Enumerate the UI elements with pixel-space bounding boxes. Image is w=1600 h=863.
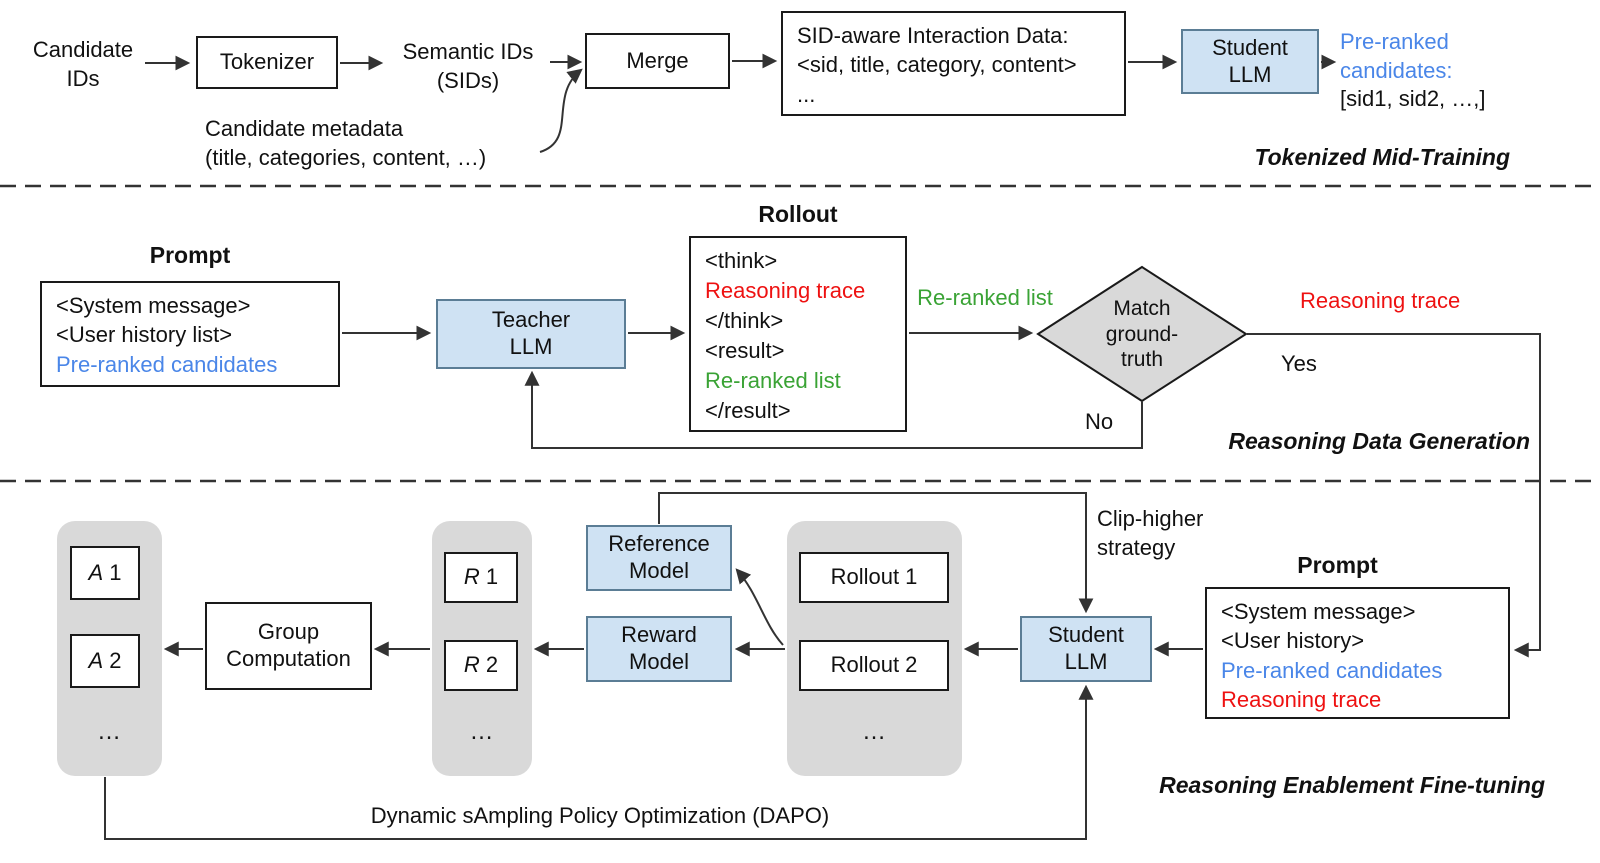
advantage-2-symbol: A [88, 647, 104, 673]
student-llm-box-bottom: Student LLM [1020, 616, 1152, 682]
reward-2-symbol: R [463, 652, 480, 678]
rollout-line-think-open: <think> [705, 248, 778, 273]
prompt-bottom-line2: <User history> [1221, 628, 1365, 654]
arrow-rollouts-to-reference [735, 568, 784, 646]
prompt-bottom-line4: Reasoning trace [1221, 686, 1382, 712]
reward-model-box: Reward Model [586, 616, 732, 682]
sid-box-line1: SID-aware Interaction Data: [797, 23, 1069, 48]
rollout-line-reranked-list: Re-ranked list [705, 367, 841, 393]
line-no-loop-to-teacher [524, 370, 1143, 449]
prompt-heading-bottom: Prompt [1297, 552, 1378, 578]
merge-box: Merge [585, 33, 730, 89]
rollout-2-box: Rollout 2 [799, 640, 949, 691]
rollouts-ellipsis: … [862, 718, 887, 745]
reward-2-box: R 2 [444, 640, 518, 691]
line-dapo-feedback [104, 684, 1094, 840]
yes-label: Yes [1281, 351, 1317, 376]
sid-box-line2: <sid, title, category, content> [797, 52, 1077, 78]
line-yes-to-bottom-prompt [1247, 333, 1541, 658]
candidate-metadata-line2: (title, categories, content, …) [205, 144, 487, 170]
tokenizer-box: Tokenizer [196, 36, 338, 89]
prompt-middle-line2: <User history list> [56, 322, 233, 348]
dapo-label: Dynamic sAmpling Policy Optimization (DA… [370, 803, 830, 828]
reward-1-box: R 1 [444, 552, 518, 603]
rewards-ellipsis: … [469, 718, 495, 745]
rollout-box: <think> Reasoning trace </think> <result… [689, 236, 907, 432]
candidate-metadata-label: Candidate metadata (title, categories, c… [205, 115, 545, 172]
section-title-top: Tokenized Mid-Training [1254, 144, 1510, 170]
teacher-llm-box: Teacher LLM [436, 299, 626, 369]
section-title-bottom: Reasoning Enablement Fine-tuning [1159, 772, 1545, 798]
prompt-bottom-line1: <System message> [1221, 599, 1416, 624]
rollout-1-box: Rollout 1 [799, 552, 949, 603]
prompt-box-bottom: <System message> <User history> Pre-rank… [1205, 587, 1510, 719]
rollout-line-think-close: </think> [705, 307, 784, 333]
prompt-middle-line3: Pre-ranked candidates [56, 351, 278, 377]
reference-model-label: Reference Model [608, 531, 710, 583]
rollout-line-reasoning-trace: Reasoning trace [705, 277, 866, 303]
prompt-middle-line1: <System message> [56, 293, 251, 318]
candidate-ids-label: Candidate IDs [32, 37, 134, 91]
reward-2-index: 2 [485, 652, 499, 678]
arrow-metadata-to-merge [539, 68, 583, 153]
prompt-heading-middle: Prompt [149, 242, 231, 268]
teacher-llm-label: Teacher LLM [491, 307, 571, 359]
advantages-ellipsis: … [97, 718, 122, 745]
preranked-output-blue: Pre-ranked candidates: [1340, 29, 1453, 83]
prompt-box-middle: <System message> <User history list> Pre… [40, 281, 340, 387]
advantage-1-index: 1 [109, 559, 122, 585]
section-title-middle: Reasoning Data Generation [1228, 428, 1530, 454]
clip-higher-label: Clip-higher strategy [1097, 506, 1204, 560]
advantage-2-box: A 2 [70, 634, 140, 688]
match-ground-truth-diamond [1036, 265, 1248, 403]
prompt-bottom-line3: Pre-ranked candidates [1221, 657, 1443, 683]
candidate-metadata-line1: Candidate metadata [205, 116, 404, 141]
advantage-1-box: A 1 [70, 546, 140, 600]
student-llm-label-top: Student LLM [1212, 34, 1288, 87]
semantic-ids-label: Semantic IDs (SIDs) [402, 39, 534, 93]
reward-1-symbol: R [463, 564, 480, 590]
group-computation-label: Group Computation [226, 619, 351, 671]
reward-1-index: 1 [485, 564, 499, 590]
group-computation-box: Group Computation [205, 602, 372, 690]
reasoning-trace-arrow-label: Reasoning trace [1300, 288, 1461, 313]
no-label: No [1085, 409, 1114, 434]
reference-model-box: Reference Model [586, 525, 732, 591]
student-llm-label-bottom: Student LLM [1048, 622, 1124, 674]
advantage-2-index: 2 [109, 647, 122, 673]
match-ground-truth-label: Match ground-truth [1105, 297, 1179, 372]
preranked-candidates-output: Pre-ranked candidates: [sid1, sid2, …,] [1340, 28, 1535, 114]
line-clip-higher [658, 492, 1094, 614]
rollout-heading: Rollout [758, 201, 838, 227]
rollout-line-result-close: </result> [705, 397, 791, 423]
reward-model-label: Reward Model [621, 622, 697, 674]
rollout-line-result-open: <result> [705, 337, 785, 363]
advantage-1-symbol: A [88, 559, 104, 585]
preranked-output-list: [sid1, sid2, …,] [1340, 86, 1486, 112]
sid-box-line3: ... [797, 81, 816, 107]
student-llm-box-top: Student LLM [1181, 29, 1319, 94]
sid-interaction-data-box: SID-aware Interaction Data: <sid, title,… [781, 11, 1126, 116]
reranked-list-arrow-label: Re-ranked list [917, 285, 1053, 310]
